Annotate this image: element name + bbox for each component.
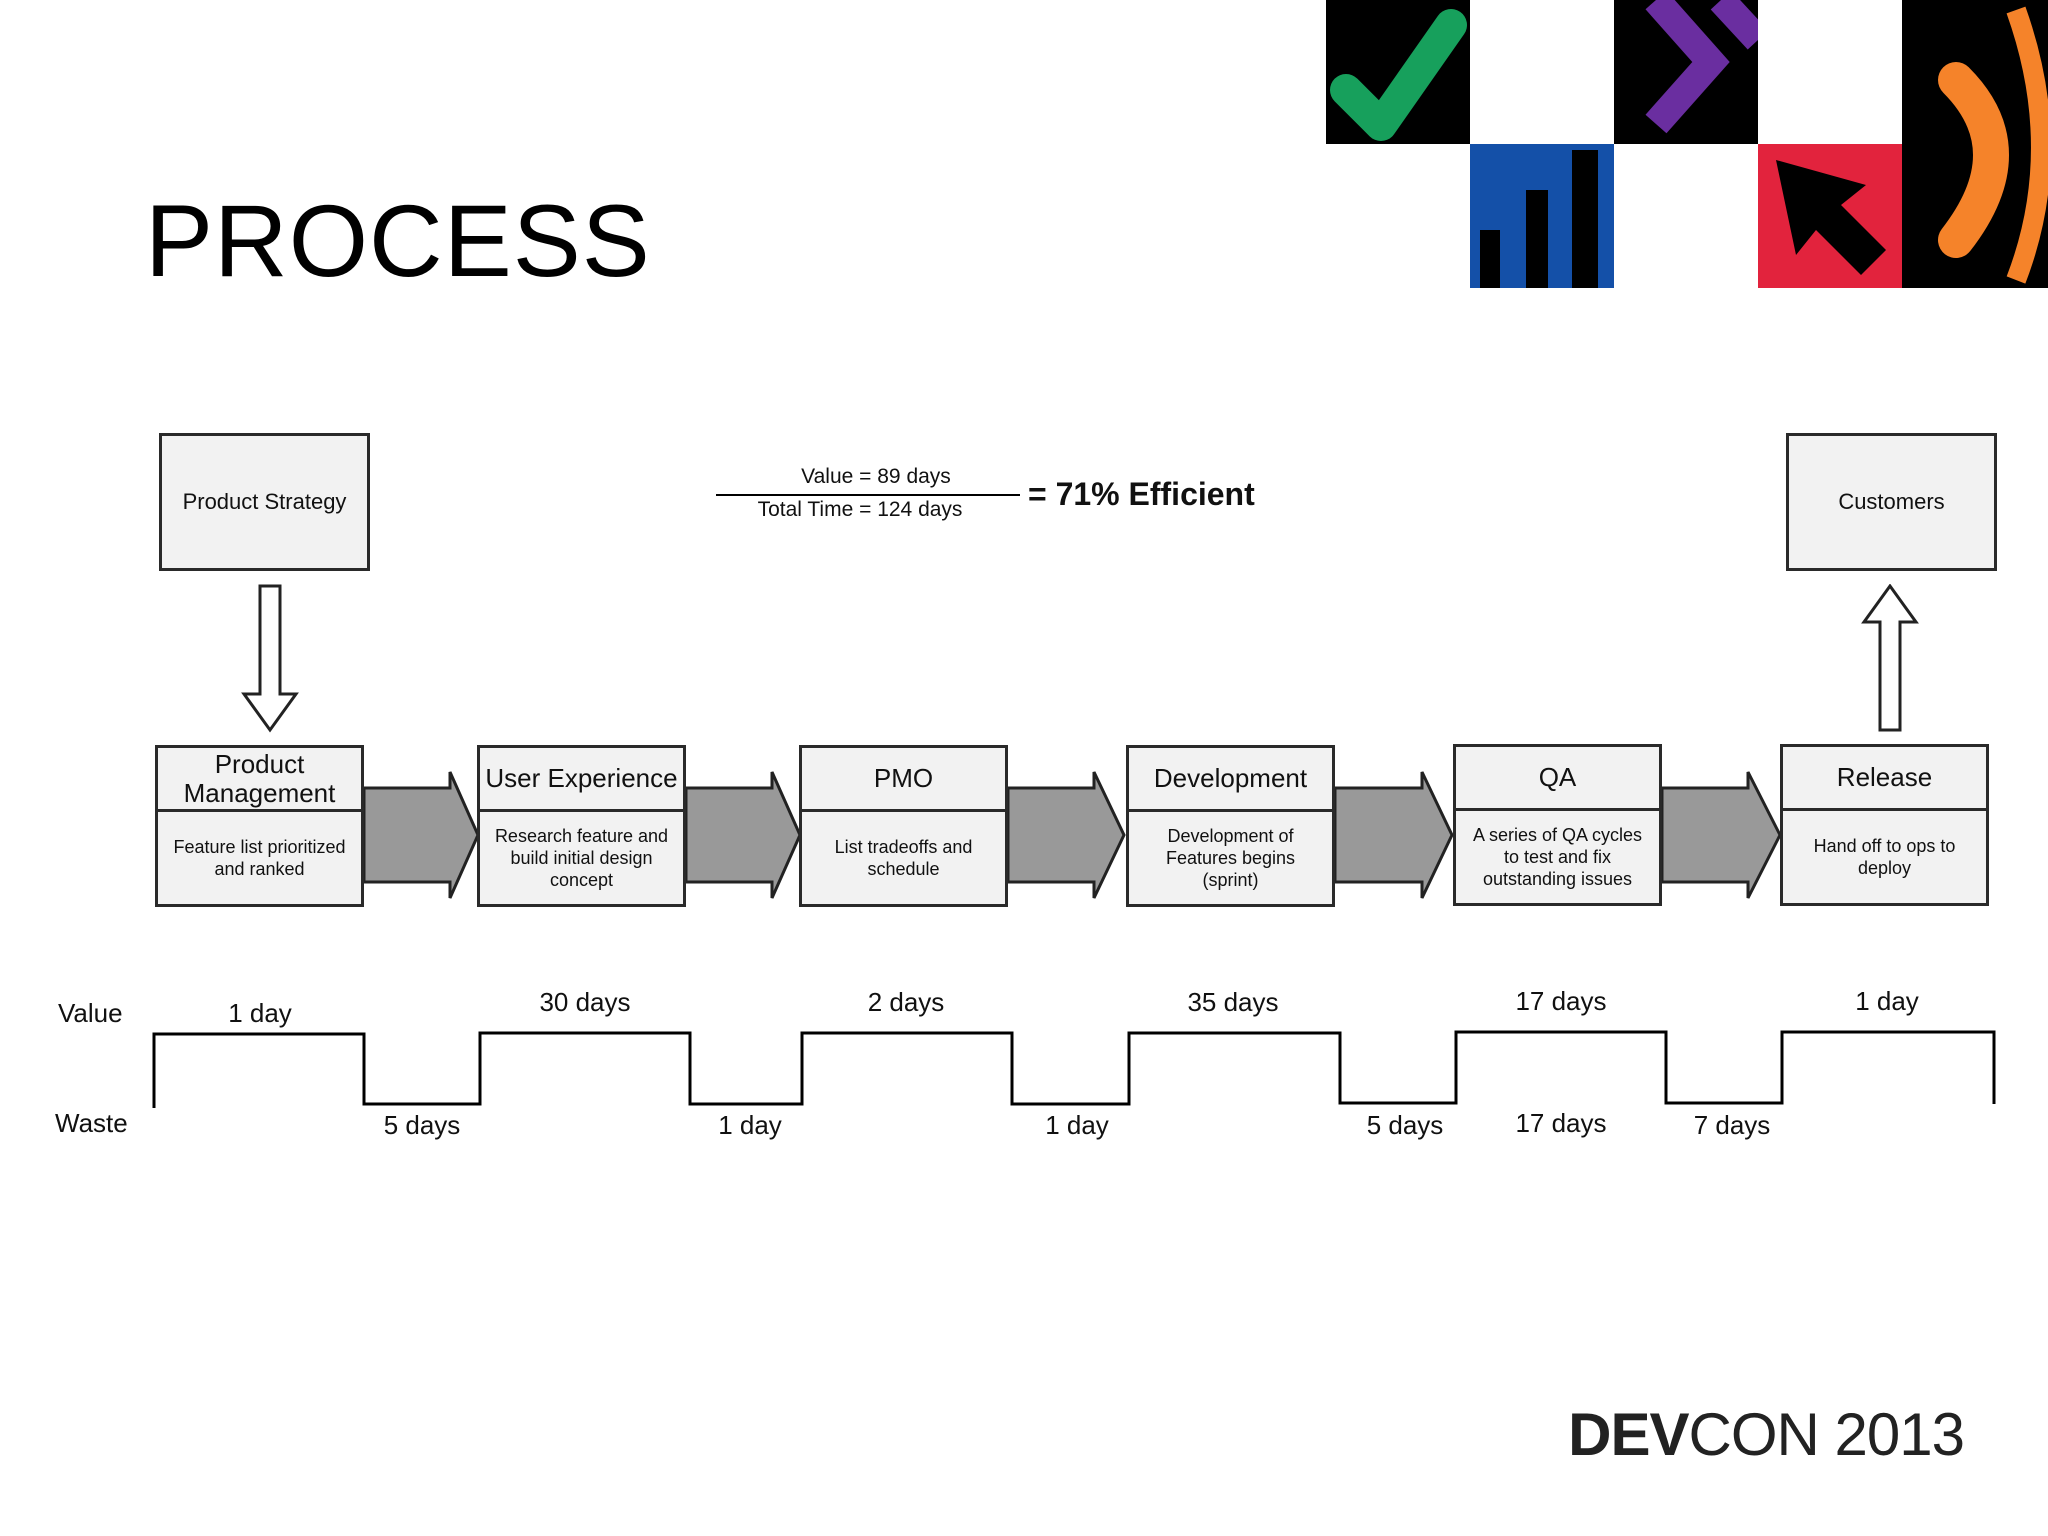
signal-arc-icon [1938,62,2009,258]
efficiency-numerator: Value = 89 days [801,465,951,488]
flow-arrows [362,771,1782,899]
stage-description: List tradeoffs and schedule [834,837,973,879]
value-row-label: Value [58,998,123,1028]
slide-title: PROCESS [145,184,651,298]
fraction-line [716,494,1020,496]
waste-time: 1 day [1045,1110,1109,1140]
value-time: 30 days [539,987,631,1017]
up-arrow-icon [1861,584,1919,732]
flow-arrow-2 [684,771,802,899]
corner-decoration [1326,0,2048,288]
efficiency-denominator: Total Time = 124 days [757,498,963,521]
stage-user-experience: User Experience Research feature and bui… [477,745,686,907]
waste-time: 5 days [383,1110,461,1140]
stage-title: Product Management [158,748,361,812]
logo-light: CON 2013 [1688,1401,1965,1468]
stage-title: User Experience [480,748,683,812]
stage-description: Development of Features begins (sprint) [1165,826,1296,890]
flow-arrow-3 [1006,771,1126,899]
stage-description: Research feature and build initial desig… [494,826,669,890]
stage-title: QA [1456,747,1659,811]
waste-time: 1 day [718,1110,782,1140]
product-strategy-box: Product Strategy [159,433,370,571]
waste-time: 5 days [1366,1110,1444,1140]
cursor-arrow-icon [1776,160,1886,275]
stage-title: Release [1783,747,1986,811]
qa-waste-time: 17 days [1515,1108,1607,1138]
flow-arrow-4 [1333,771,1454,899]
check-icon [1330,9,1467,141]
stage-release: Release Hand off to ops to deploy [1780,744,1989,906]
timeline-wave [152,1030,1996,1108]
stage-description: Hand off to ops to deploy [1813,836,1956,878]
down-arrow-icon [241,584,299,733]
flow-arrow-5 [1660,771,1782,899]
product-strategy-label: Product Strategy [182,489,347,514]
stage-title: PMO [802,748,1005,812]
value-time: 1 day [228,998,292,1028]
value-time: 35 days [1187,987,1279,1017]
value-time: 1 day [1855,986,1919,1016]
logo-bold: DEV [1568,1401,1689,1468]
waste-row-label: Waste [55,1108,128,1138]
chevron-right-icon [1645,0,1730,134]
value-time: 17 days [1515,986,1607,1016]
efficiency-result: = 71% Efficient [1028,476,1255,512]
stage-title: Development [1129,748,1332,812]
stage-product-management: Product Management Feature list prioriti… [155,745,364,907]
customers-label: Customers [1838,489,1945,514]
waste-time: 7 days [1693,1110,1771,1140]
devcon-logo: DEVCON 2013 [1568,1400,1965,1469]
stage-description: Feature list prioritized and ranked [173,837,346,879]
customers-box: Customers [1786,433,1997,571]
stage-development: Development Development of Features begi… [1126,745,1335,907]
stage-qa: QA A series of QA cycles to test and fix… [1453,744,1662,906]
value-time: 2 days [867,987,945,1017]
stage-pmo: PMO List tradeoffs and schedule [799,745,1008,907]
stage-description: A series of QA cycles to test and fix ou… [1472,825,1643,889]
flow-arrow-1 [362,771,480,899]
